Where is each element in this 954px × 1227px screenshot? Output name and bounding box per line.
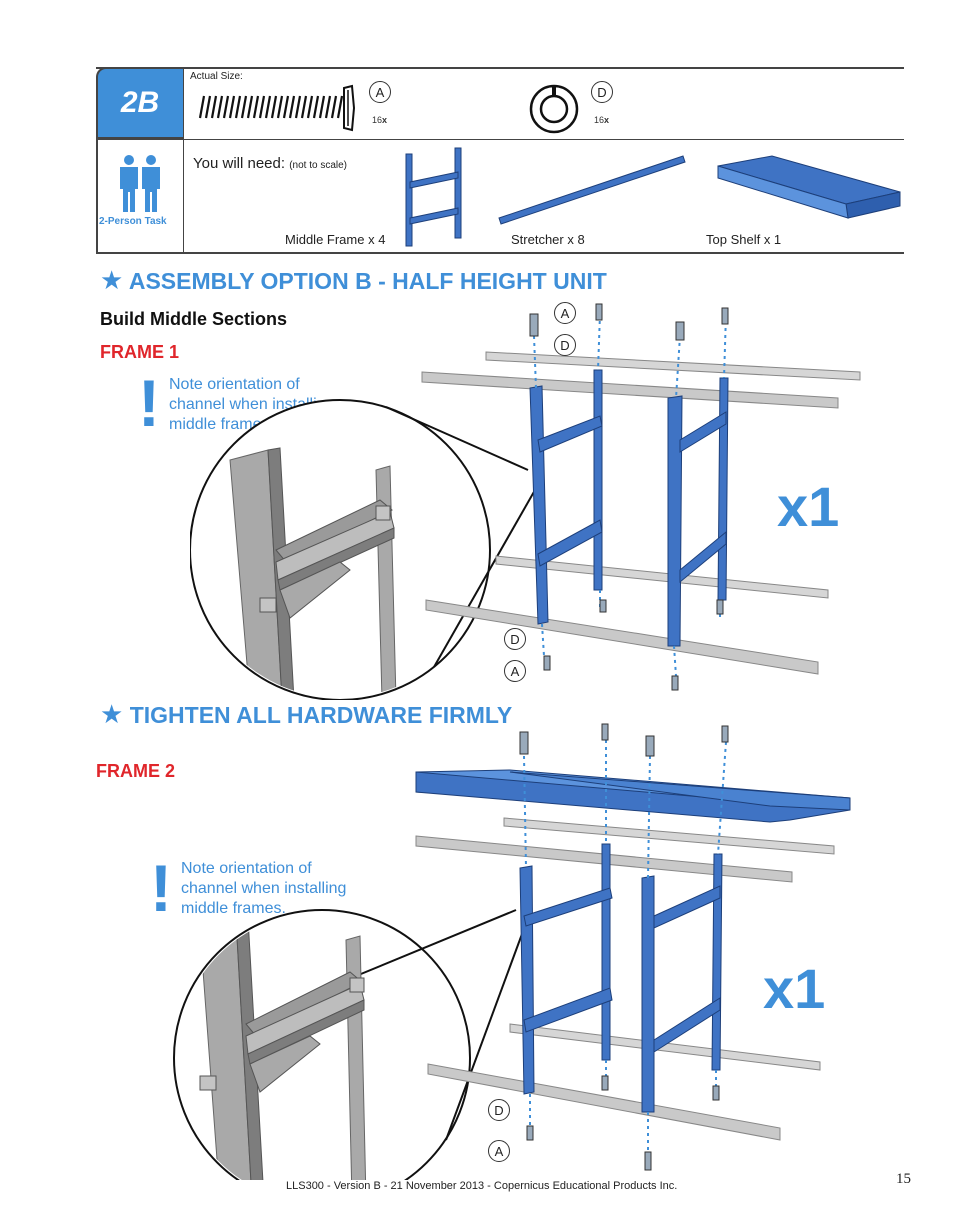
page-number: 15 (896, 1171, 911, 1187)
frame1-multiplier: x1 (777, 475, 840, 538)
two-person-icon (120, 155, 160, 212)
frame1-label: FRAME 1 (100, 342, 180, 362)
part-a-callout: A (369, 81, 391, 103)
section2-title: ★ TIGHTEN ALL HARDWARE FIRMLY (100, 699, 513, 729)
stretcher-caption: Stretcher x 8 (511, 232, 585, 247)
callout-d-frame2: D (488, 1099, 510, 1121)
footer-text: LLS300 - Version B - 21 November 2013 - … (286, 1180, 678, 1192)
two-person-label: 2-Person Task (99, 216, 167, 227)
star-icon: ★ (100, 265, 124, 295)
parts-header-box (96, 67, 904, 254)
frame2-label: FRAME 2 (96, 761, 176, 781)
callout-d-top: D (554, 334, 576, 356)
two-person-panel (96, 139, 184, 254)
step-badge (96, 67, 184, 139)
part-a-qty: 16x (372, 115, 388, 125)
washer-d-icon (529, 84, 579, 134)
header-divider (184, 139, 904, 140)
top-shelf-icon (717, 155, 901, 219)
callout-d-bottom: D (504, 628, 526, 650)
part-d-qty: 16x (594, 115, 610, 125)
part-d-callout: D (591, 81, 613, 103)
top-shelf-caption: Top Shelf x 1 (706, 232, 782, 247)
middle-frame-icon (405, 147, 462, 247)
callout-a-frame2: A (488, 1140, 510, 1162)
frame2-note: Note orientation of channel when install… (181, 860, 347, 917)
stretcher-icon (498, 155, 686, 225)
step-number: 2B (120, 86, 160, 119)
frame2-multiplier: x1 (763, 957, 826, 1020)
frame2-assembly-illustration (173, 723, 851, 1180)
callout-a-top: A (554, 302, 576, 324)
warning-icon: ! (138, 366, 160, 440)
middle-frame-caption: Middle Frame x 4 (285, 232, 386, 247)
warning-icon: ! (150, 851, 172, 925)
star-icon: ★ (100, 699, 124, 729)
frame1-assembly-illustration (190, 303, 861, 700)
you-will-need-label: You will need: (not to scale) (193, 155, 347, 172)
actual-size-label: Actual Size: (190, 71, 243, 82)
callout-a-bottom: A (504, 660, 526, 682)
section1-subtitle: Build Middle Sections (100, 309, 288, 329)
section1-title: ★ ASSEMBLY OPTION B - HALF HEIGHT UNIT (100, 265, 607, 295)
screw-a-icon (198, 84, 356, 132)
